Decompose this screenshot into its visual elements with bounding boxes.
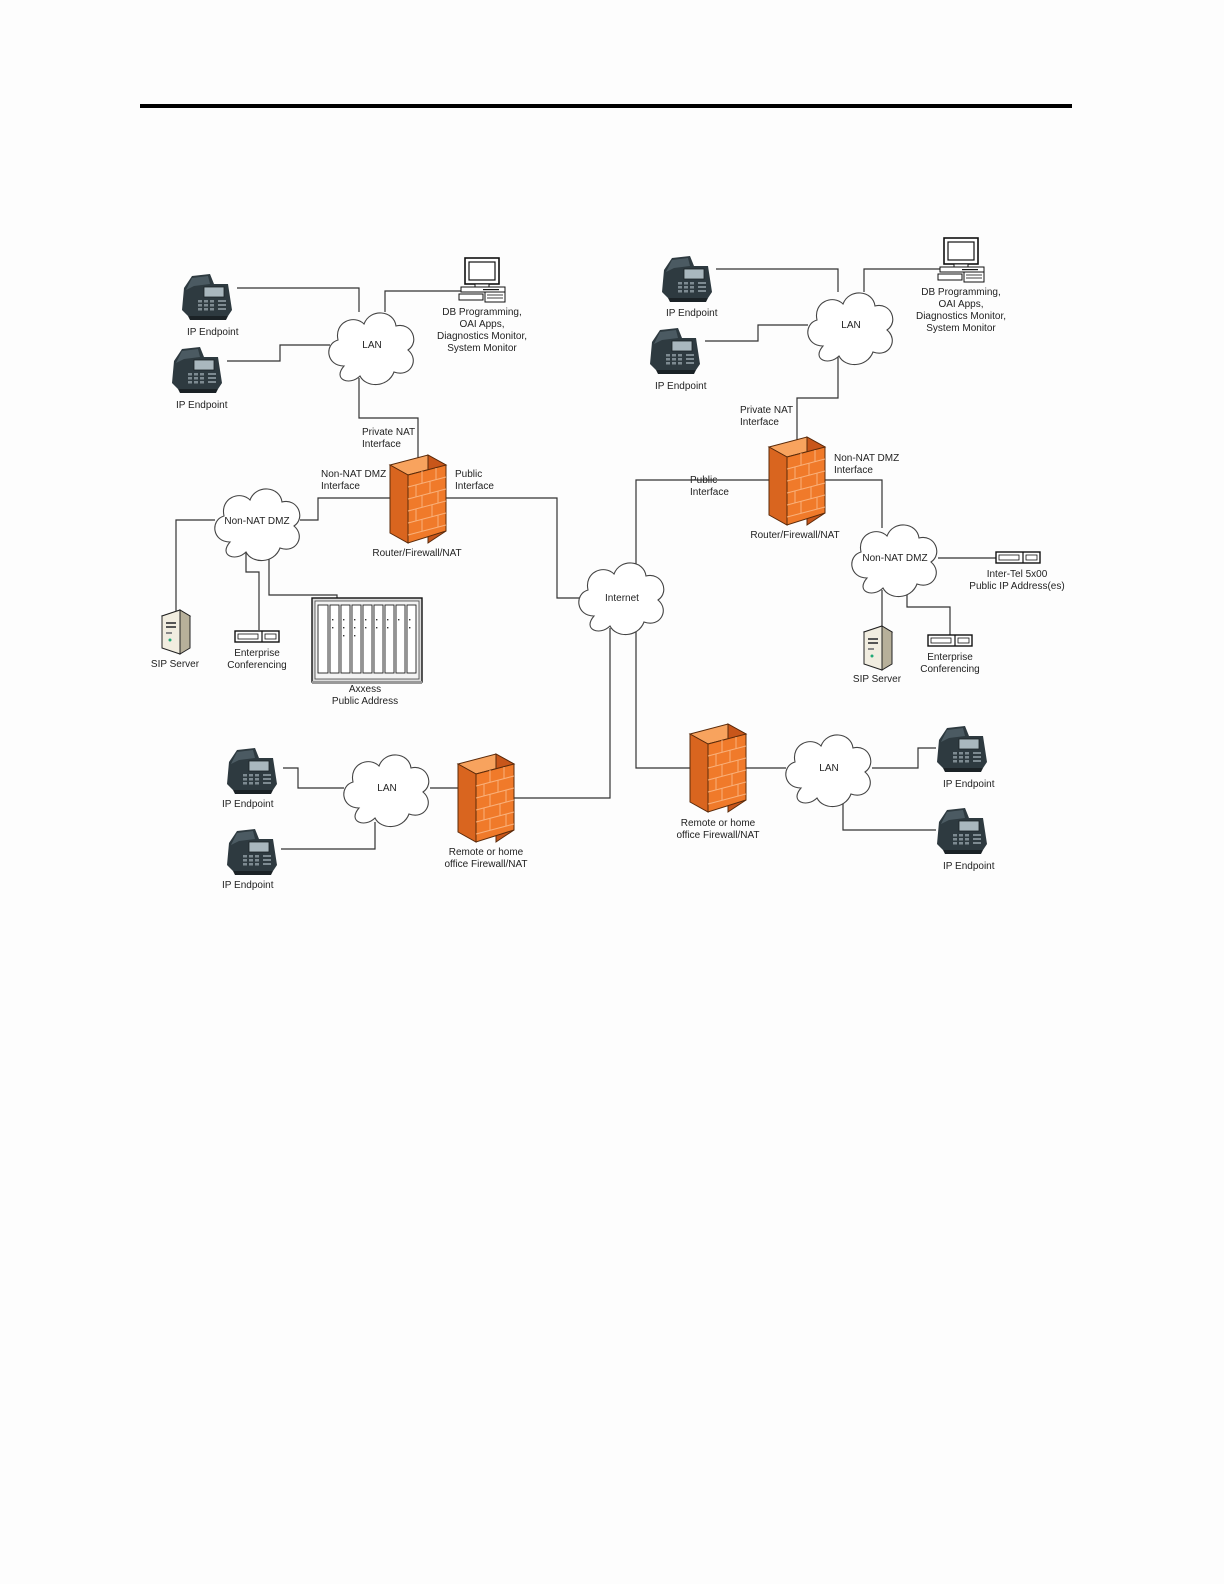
svg-text:Axxess: Axxess (349, 684, 381, 695)
ip-endpoint-phone-icon (649, 327, 701, 375)
svg-text:Conferencing: Conferencing (227, 660, 286, 671)
ip-endpoint-phone-icon (661, 255, 713, 303)
public-interface-label: Public Interface (455, 469, 494, 492)
svg-text:OAI Apps,: OAI Apps, (938, 299, 983, 310)
svg-text:Interface: Interface (834, 465, 873, 476)
svg-text:Private NAT: Private NAT (362, 427, 415, 438)
router-firewall-icon (389, 454, 447, 544)
axxess-public-address-label: Axxess Public Address (332, 684, 398, 707)
enterprise-conferencing-label: Enterprise Conferencing (920, 652, 979, 675)
non-nat-dmz-interface-label: Non-NAT DMZ Interface (834, 453, 899, 476)
router-firewall-icon (768, 436, 826, 526)
enterprise-conferencing-icon (234, 630, 280, 643)
svg-text:Non-NAT DMZ: Non-NAT DMZ (321, 469, 386, 480)
lan-label: LAN (377, 783, 396, 794)
svg-text:Conferencing: Conferencing (920, 664, 979, 675)
inter-tel-appliance-icon (995, 551, 1041, 564)
svg-text:System Monitor: System Monitor (926, 323, 996, 334)
db-programming-label: DB Programming, OAI Apps, Diagnostics Mo… (916, 287, 1006, 334)
remote-firewall-icon (689, 723, 747, 813)
ip-endpoint-phone-icon (181, 273, 233, 321)
svg-text:Public: Public (455, 469, 482, 480)
internet-label: Internet (605, 593, 639, 604)
lan-label: LAN (841, 320, 860, 331)
non-nat-dmz-label: Non-NAT DMZ (862, 553, 927, 564)
svg-text:office Firewall/NAT: office Firewall/NAT (677, 830, 760, 841)
private-nat-interface-label: Private NAT Interface (362, 427, 415, 450)
remote-firewall-label: Remote or home office Firewall/NAT (445, 847, 528, 870)
header-rule (140, 104, 1072, 108)
svg-text:Enterprise: Enterprise (927, 652, 973, 663)
enterprise-conferencing-label: Enterprise Conferencing (227, 648, 286, 671)
svg-text:Public IP Address(es): Public IP Address(es) (969, 581, 1064, 592)
ip-endpoint-phone-icon (936, 807, 988, 855)
ip-endpoint-phone-icon (171, 346, 223, 394)
non-nat-dmz-interface-label: Non-NAT DMZ Interface (321, 469, 386, 492)
ip-endpoint-label: IP Endpoint (655, 381, 707, 392)
svg-text:Enterprise: Enterprise (234, 648, 280, 659)
svg-text:Interface: Interface (690, 487, 729, 498)
router-firewall-label: Router/Firewall/NAT (750, 530, 839, 541)
svg-text:Remote or home: Remote or home (681, 818, 756, 829)
router-firewall-label: Router/Firewall/NAT (372, 548, 461, 559)
connection-lines (175, 268, 996, 850)
svg-text:Interface: Interface (362, 439, 401, 450)
ip-endpoint-label: IP Endpoint (176, 400, 228, 411)
svg-text:Interface: Interface (740, 417, 779, 428)
svg-text:OAI Apps,: OAI Apps, (459, 319, 504, 330)
ip-endpoint-phone-icon (226, 747, 278, 795)
ip-endpoint-label: IP Endpoint (222, 880, 274, 891)
svg-text:Remote or home: Remote or home (449, 847, 524, 858)
svg-text:Inter-Tel 5x00: Inter-Tel 5x00 (987, 569, 1048, 580)
svg-text:Diagnostics Monitor,: Diagnostics Monitor, (916, 311, 1006, 322)
non-nat-dmz-label: Non-NAT DMZ (224, 516, 289, 527)
svg-text:Public: Public (690, 475, 717, 486)
svg-text:DB Programming,: DB Programming, (442, 307, 521, 318)
sip-server-icon (161, 609, 191, 655)
computer-workstation-icon (458, 257, 506, 303)
ip-endpoint-label: IP Endpoint (187, 327, 239, 338)
remote-firewall-label: Remote or home office Firewall/NAT (677, 818, 760, 841)
ip-endpoint-label: IP Endpoint (666, 308, 718, 319)
svg-text:Private NAT: Private NAT (740, 405, 793, 416)
ip-endpoint-label: IP Endpoint (943, 861, 995, 872)
sip-server-label: SIP Server (853, 674, 902, 685)
svg-text:System Monitor: System Monitor (447, 343, 517, 354)
inter-tel-public-ip-label: Inter-Tel 5x00 Public IP Address(es) (969, 569, 1064, 592)
sip-server-label: SIP Server (151, 659, 200, 670)
db-programming-label: DB Programming, OAI Apps, Diagnostics Mo… (437, 307, 527, 354)
axxess-chassis-icon (311, 597, 423, 685)
svg-text:Diagnostics Monitor,: Diagnostics Monitor, (437, 331, 527, 342)
enterprise-conferencing-icon (927, 634, 973, 647)
svg-text:Interface: Interface (321, 481, 360, 492)
lan-label: LAN (819, 763, 838, 774)
public-interface-label: Public Interface (690, 475, 729, 498)
ip-endpoint-label: IP Endpoint (222, 799, 274, 810)
remote-firewall-icon (457, 753, 515, 843)
svg-text:Non-NAT DMZ: Non-NAT DMZ (834, 453, 899, 464)
svg-text:office Firewall/NAT: office Firewall/NAT (445, 859, 528, 870)
lan-label: LAN (362, 340, 381, 351)
private-nat-interface-label: Private NAT Interface (740, 405, 793, 428)
computer-workstation-icon (937, 237, 985, 283)
svg-text:Interface: Interface (455, 481, 494, 492)
ip-endpoint-phone-icon (936, 725, 988, 773)
svg-text:DB Programming,: DB Programming, (921, 287, 1000, 298)
svg-text:Public Address: Public Address (332, 696, 398, 707)
ip-endpoint-phone-icon (226, 828, 278, 876)
ip-endpoint-label: IP Endpoint (943, 779, 995, 790)
sip-server-icon (863, 625, 893, 671)
